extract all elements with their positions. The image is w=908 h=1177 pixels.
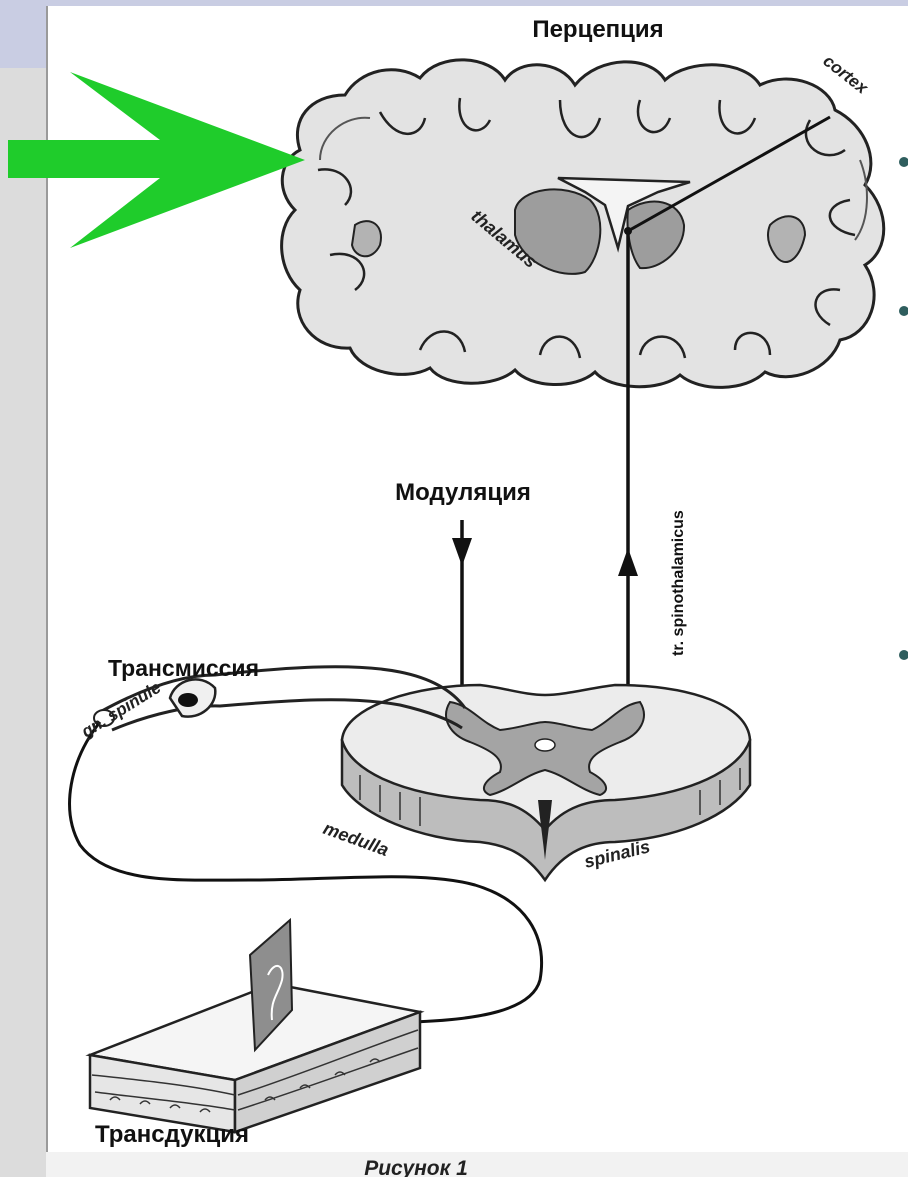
lateral-ventricle-left — [352, 221, 381, 256]
ganglion-cell — [178, 693, 198, 707]
slide-bullet-3 — [899, 650, 908, 660]
highlight-arrow-icon — [8, 72, 305, 248]
label-modulation: Модуляция — [395, 479, 531, 506]
modulation-arrowhead — [452, 538, 472, 566]
slide-bullet-1 — [899, 157, 908, 167]
descending-modulation — [452, 520, 472, 690]
central-canal — [535, 739, 555, 751]
label-perception: Перцепция — [532, 16, 663, 43]
skin-block — [90, 920, 420, 1132]
spinal-cord-section — [342, 685, 750, 880]
label-ganglion: gn. spinule — [77, 678, 164, 742]
label-transduction: Трансдукция — [95, 1121, 249, 1148]
label-transmission: Трансмиссия — [108, 655, 259, 681]
label-tract: tr. spinothalamicus — [670, 510, 687, 656]
figure-caption: Рисунок 1 — [364, 1157, 468, 1177]
label-medulla: medulla — [321, 818, 392, 860]
label-cortex: cortex — [820, 51, 873, 98]
ascending-arrowhead — [618, 548, 638, 576]
slide-bullet-2 — [899, 306, 908, 316]
brain-section — [282, 60, 884, 388]
